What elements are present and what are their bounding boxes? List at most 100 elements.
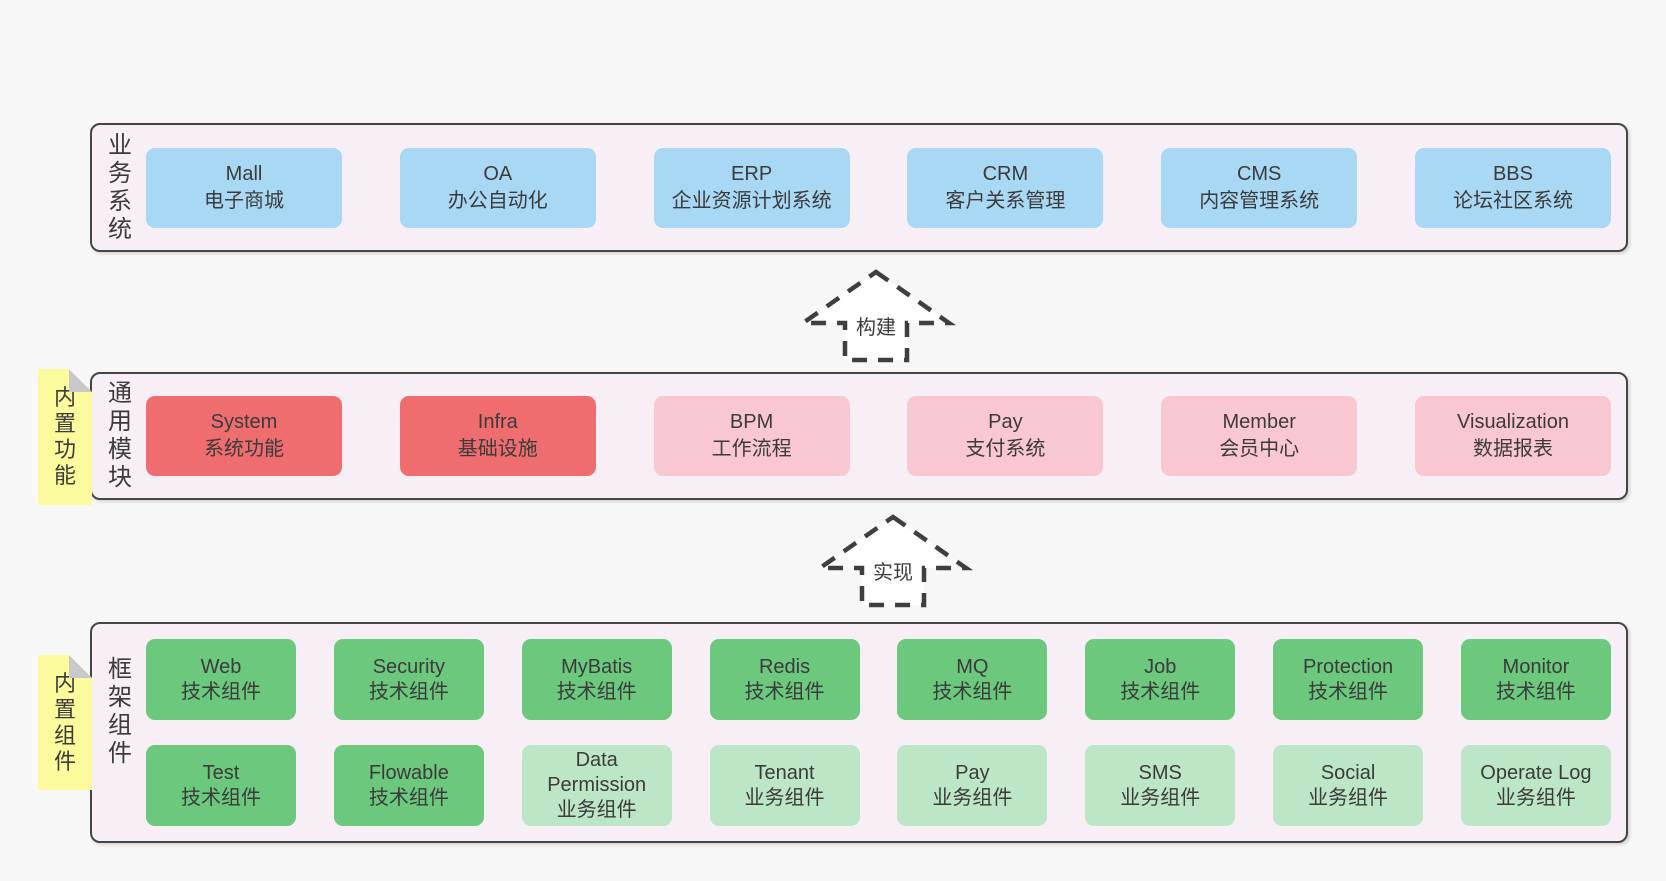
box-desc: 技术组件 — [1308, 680, 1389, 703]
box-name: Redis — [758, 655, 811, 678]
box-desc: 支付系统 — [965, 438, 1046, 460]
box-desc: 电子商城 — [204, 189, 284, 212]
box-name: Job — [1144, 655, 1177, 678]
layer-label-business-systems: 业务系统 — [108, 131, 132, 243]
box-desc: 技术组件 — [1120, 680, 1201, 703]
component-box-pay: Pay 支付系统 — [907, 396, 1104, 476]
box-desc: 业务组件 — [744, 786, 825, 809]
box-desc: 企业资源计划系统 — [671, 189, 832, 212]
box-name: Web — [200, 655, 242, 678]
component-box-mall: Mall 电子商城 — [146, 147, 342, 228]
box-desc: 论坛社区系统 — [1452, 189, 1573, 212]
component-box-visualization: Visualization 数据报表 — [1414, 396, 1611, 476]
layer-label-common-modules: 通用模块 — [108, 380, 132, 491]
component-box-cms: CMS 内容管理系统 — [1161, 147, 1358, 228]
sticky-note-built-in-components: 内置组件 — [38, 655, 92, 790]
box-desc: 客户关系管理 — [945, 189, 1066, 212]
box-name: Protection — [1303, 655, 1394, 678]
box-desc: 业务组件 — [556, 799, 637, 821]
component-box-crm: CRM 客户关系管理 — [907, 147, 1104, 228]
box-name: MQ — [956, 655, 989, 678]
box-name: SMS — [1138, 761, 1182, 784]
box-desc: 技术组件 — [1495, 680, 1576, 703]
box-desc: 业务组件 — [1308, 786, 1389, 809]
box-desc: 技术组件 — [368, 786, 449, 809]
component-box-bbs: BBS 论坛社区系统 — [1414, 147, 1611, 228]
box-desc: 技术组件 — [744, 680, 825, 703]
component-box-data-permission: Data Permission 业务组件 — [521, 745, 672, 826]
component-box-bpm: BPM 工作流程 — [653, 396, 850, 476]
box-desc: 技术组件 — [181, 786, 261, 809]
box-name: OA — [483, 162, 513, 185]
note-text-built-in-features: 内置功能 — [53, 385, 76, 488]
box-name: MyBatis — [561, 655, 633, 678]
box-name: System — [210, 411, 278, 433]
box-name: ERP — [731, 162, 773, 185]
arrow-implement-label: 实现 — [870, 555, 916, 586]
arrow-build: 构建 — [796, 266, 956, 366]
box-desc: 基础设施 — [457, 438, 538, 460]
box-desc: 系统功能 — [204, 438, 284, 460]
box-name: Data Permission — [547, 749, 647, 796]
box-desc: 业务组件 — [1120, 786, 1201, 809]
box-name: Pay — [988, 411, 1023, 433]
box-desc: 业务组件 — [932, 786, 1013, 809]
note-fold-corner — [69, 369, 92, 392]
arrow-implement: 实现 — [813, 511, 973, 611]
box-name: BBS — [1492, 162, 1533, 185]
box-desc: 内容管理系统 — [1199, 189, 1320, 212]
layer-content-business-systems: Mall 电子商城 OA 办公自动化 ERP 企业资源计划系统 CRM 客户关系管理 CMS 内容… — [138, 147, 1611, 228]
component-box-system: System 系统功能 — [146, 396, 342, 476]
box-name: BPM — [729, 411, 774, 433]
box-name: Pay — [955, 761, 990, 784]
component-box-member: Member 会员中心 — [1161, 396, 1358, 476]
box-desc: 技术组件 — [181, 680, 261, 703]
box-name: Mall — [225, 162, 263, 185]
box-desc: 业务组件 — [1495, 786, 1576, 809]
box-desc: 技术组件 — [556, 680, 637, 703]
box-desc: 会员中心 — [1219, 438, 1300, 460]
box-desc: 工作流程 — [711, 438, 792, 460]
box-desc: 技术组件 — [932, 680, 1013, 703]
box-name: Social — [1320, 761, 1376, 784]
layer-business-systems: 业务系统 Mall 电子商城 OA 办公自动化 ERP 企业资源计划系统 CRM 客户关系管理… — [90, 123, 1628, 252]
component-box-oa: OA 办公自动化 — [399, 147, 596, 228]
box-name: Monitor — [1502, 655, 1570, 678]
arrow-build-label: 构建 — [853, 310, 899, 341]
box-desc: 数据报表 — [1472, 438, 1553, 460]
box-name: Member — [1222, 411, 1296, 433]
box-name: CRM — [982, 162, 1029, 185]
box-desc: 技术组件 — [368, 680, 449, 703]
box-name: Tenant — [754, 761, 815, 784]
sticky-note-built-in-features: 内置功能 — [38, 369, 92, 505]
box-name: Visualization — [1457, 411, 1569, 433]
box-name: Test — [202, 761, 240, 784]
box-name: Security — [372, 655, 445, 678]
box-name: Operate Log — [1480, 761, 1592, 784]
note-text-built-in-components: 内置组件 — [53, 670, 76, 774]
box-name: CMS — [1236, 162, 1282, 185]
box-desc: 办公自动化 — [447, 189, 548, 212]
